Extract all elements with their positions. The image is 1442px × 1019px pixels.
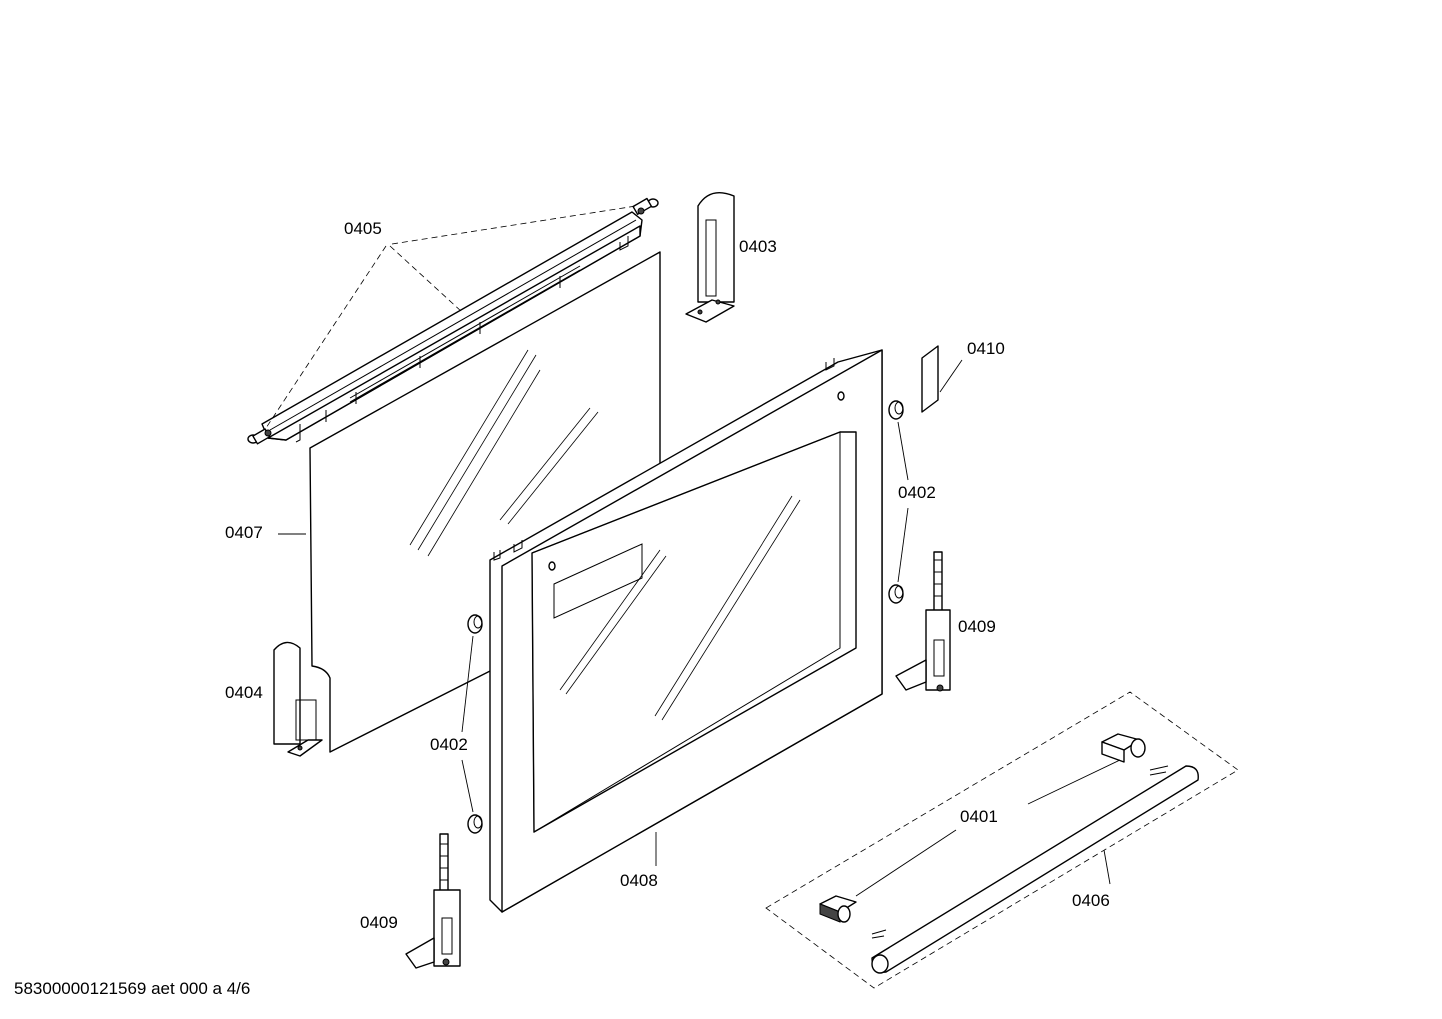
handle-bracket-lower-part — [819, 895, 857, 923]
door-bracket-top-part — [685, 192, 735, 323]
hinge-bush-right-lower — [888, 584, 904, 604]
callout-0405: 0405 — [344, 219, 382, 238]
callout-0407: 0407 — [225, 523, 263, 542]
drawing-id-footer: 58300000121569 aet 000 a 4/6 — [14, 979, 251, 998]
callout-0406: 0406 — [1072, 891, 1110, 910]
door-hinge-right-part — [895, 551, 951, 692]
callout-0402-right: 0402 — [898, 483, 936, 502]
outer-door-frame-part — [489, 349, 883, 913]
callout-0402-left: 0402 — [430, 735, 468, 754]
door-hinge-left-part — [405, 833, 461, 969]
callout-0409-left: 0409 — [360, 913, 398, 932]
door-top-rail-part — [247, 197, 659, 445]
handle-bracket-upper-part — [1101, 733, 1146, 763]
callout-0410: 0410 — [967, 339, 1005, 358]
hinge-bush-left-lower — [467, 814, 483, 834]
seal-strip-part — [921, 345, 939, 413]
callout-0408: 0408 — [620, 871, 658, 890]
callout-0404: 0404 — [225, 683, 263, 702]
handle-group-outline — [765, 691, 1239, 989]
callout-0401: 0401 — [960, 807, 998, 826]
door-bracket-bottom-part — [273, 641, 323, 757]
callout-0409-right: 0409 — [958, 617, 996, 636]
hinge-bush-left-upper — [467, 614, 483, 634]
callout-0405-leaders — [265, 205, 637, 429]
hinge-bush-right-upper — [888, 400, 904, 420]
callout-0403: 0403 — [739, 237, 777, 256]
door-handle-bar-part — [871, 765, 1199, 974]
